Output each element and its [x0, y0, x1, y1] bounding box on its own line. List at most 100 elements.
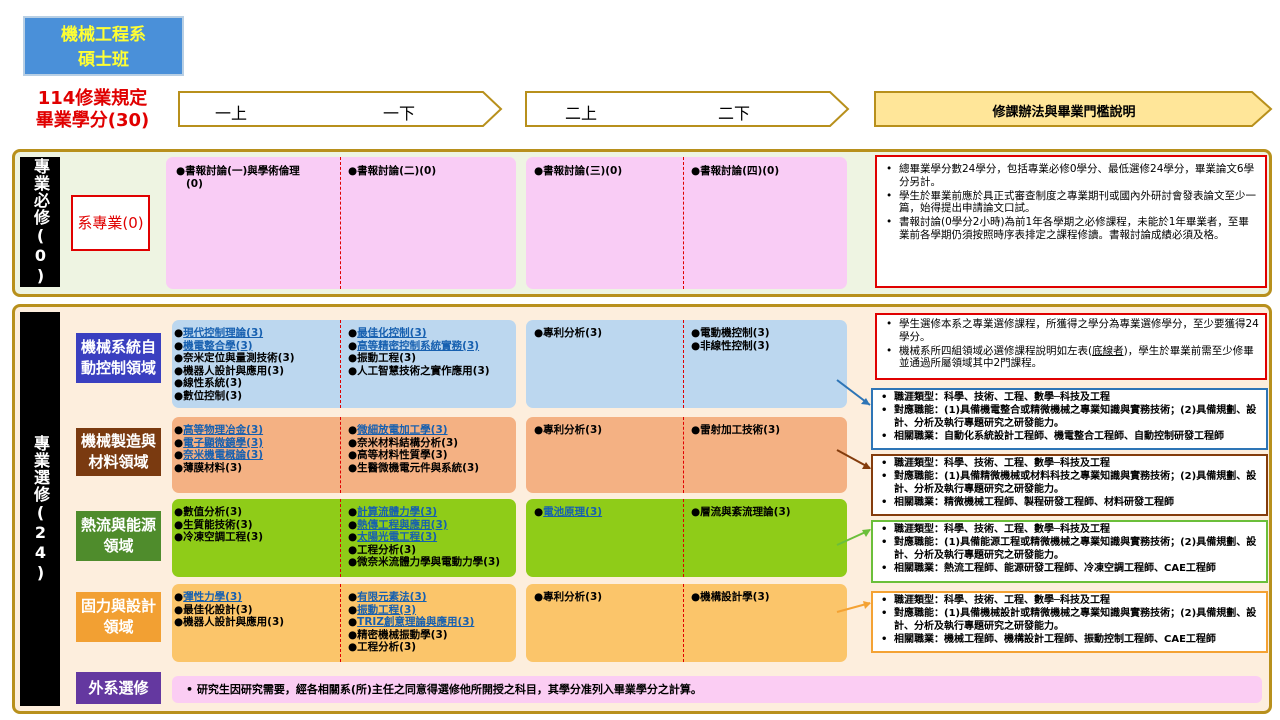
- course-item[interactable]: ●現代控制理論(3): [174, 327, 264, 339]
- elective-note-underlined: 底線者: [1092, 344, 1124, 357]
- course-link[interactable]: 電池原理(3): [543, 506, 603, 518]
- graduation-rule-year: 114修業規定: [37, 88, 148, 109]
- course-link[interactable]: 機電整合學(3): [183, 339, 253, 352]
- career-info-item: 職涯類型：科學、技術、工程、數學─科技及工程: [878, 524, 1261, 537]
- course-link[interactable]: 彈性力學(3): [183, 591, 243, 603]
- required-note: 學生於畢業前應於具正式審查制度之專業期刊或國內外研討會發表論文至少一篇，始得提出…: [883, 190, 1259, 216]
- required-courses-year2: [526, 157, 847, 289]
- course-item: ●薄膜材料(3): [174, 461, 243, 474]
- course-item[interactable]: ●最佳化控制(3): [348, 327, 427, 339]
- elective-note-text: )，學生於畢業前需至少修畢並通過所屬領域其中2門課程。: [899, 344, 1254, 370]
- career-info-item: 職涯類型：科學、技術、工程、數學─科技及工程: [878, 458, 1261, 471]
- course-item[interactable]: ●TRIZ創意理論與應用(3): [348, 616, 475, 628]
- course-link[interactable]: 電子顯微鏡學(3): [183, 436, 264, 449]
- elective-note: 機械系所四組領域必選修課程說明如左表(底線者)，學生於畢業前需至少修畢並通過所屬…: [883, 345, 1259, 371]
- course-item: ●工程分析(3): [348, 543, 417, 556]
- course-link[interactable]: 有限元素法(3): [357, 591, 427, 603]
- career-info-item: 相關職業：熱流工程師、能源研發工程師、冷凍空調工程師、CAE工程師: [878, 563, 1261, 576]
- required-cell-2u: ●書報討論(三)(0): [530, 163, 626, 180]
- track-thermal-fluid-year2-divider: [683, 499, 684, 577]
- required-cell-1d: ●書報討論(二)(0): [344, 163, 440, 180]
- course-item: ●專利分析(3): [534, 424, 603, 436]
- course-item[interactable]: ●機電整合學(3): [174, 339, 253, 352]
- course-link[interactable]: 熱傳工程與應用(3): [357, 518, 448, 531]
- course-link[interactable]: 奈米機電概論(3): [183, 449, 264, 461]
- track-solid-design-y1d-courses: ●有限元素法(3)●振動工程(3)●TRIZ創意理論與應用(3)●精密機械振動學…: [344, 589, 478, 656]
- course-link[interactable]: 現代控制理論(3): [183, 327, 264, 339]
- course-link[interactable]: 最佳化控制(3): [357, 327, 427, 339]
- track-thermal-fluid-year1-divider: [340, 499, 341, 577]
- required-notes: 總畢業學分數24學分，包括專業必修0學分、最低選修24學分，畢業論文6學分另計。…: [875, 155, 1267, 288]
- track-thermal-fluid-year2-box: [526, 499, 847, 577]
- track-solid-design-y2d-courses: ●機構設計學(3): [687, 589, 774, 606]
- track-solid-design-year2-box: [526, 584, 847, 662]
- track-label-line: 領域: [103, 618, 134, 636]
- program-title-line2: 碩士班: [78, 50, 129, 70]
- track-label-line: 固力與設計: [80, 597, 156, 615]
- required-cell-1u: ●書報討論(一)與學術倫理 (0): [172, 163, 304, 192]
- track-solid-design-year1-divider: [340, 584, 341, 662]
- track-automation-y2-courses: ●專利分析(3): [530, 325, 606, 342]
- course-link[interactable]: 高等物理冶金(3): [183, 424, 264, 436]
- track-label-thermal-fluid: 熱流與能源領域: [76, 511, 161, 561]
- track-thermal-fluid-year1-box: [172, 499, 516, 577]
- track-automation-career-info: 職涯類型：科學、技術、工程、數學─科技及工程對應職能：(1)具備機電整合或精微機…: [871, 388, 1268, 450]
- course-item: ●最佳化設計(3): [174, 603, 253, 616]
- course-item: ●冷凍空調工程(3): [174, 531, 264, 543]
- course-item: ●書報討論(三)(0): [534, 165, 623, 177]
- course-link[interactable]: TRIZ創意理論與應用(3): [357, 616, 475, 628]
- dept-required-label: 系專業(0): [71, 195, 150, 251]
- career-info-item: 職涯類型：科學、技術、工程、數學─科技及工程: [878, 392, 1261, 405]
- track-automation-year2-divider: [683, 320, 684, 408]
- course-item[interactable]: ●高等物理冶金(3): [174, 424, 264, 436]
- course-item[interactable]: ●高等精密控制系統實務(3): [348, 339, 480, 352]
- course-item[interactable]: ●電池原理(3): [534, 506, 603, 518]
- course-item[interactable]: ●計算流體力學(3): [348, 506, 438, 518]
- course-item: ●專利分析(3): [534, 591, 603, 603]
- required-section-label: 專業必修(0): [20, 157, 60, 287]
- program-title-line1: 機械工程系: [61, 25, 146, 45]
- career-info-item: 相關職業：精微機械工程師、製程研發工程師、材料研發工程師: [878, 497, 1261, 510]
- course-item: ●書報討論(二)(0): [348, 165, 437, 177]
- course-item: ●層流與紊流理論(3): [691, 506, 791, 518]
- course-link[interactable]: 振動工程(3): [357, 603, 417, 616]
- course-item: ●數位控制(3): [174, 389, 243, 402]
- course-item[interactable]: ●有限元素法(3): [348, 591, 427, 603]
- course-item[interactable]: ●彈性力學(3): [174, 591, 243, 603]
- connector-automation-head: [861, 398, 870, 405]
- rules-header-arrow: [874, 91, 1273, 127]
- connector-thermal-fluid-head: [862, 529, 871, 537]
- track-solid-design-year1-box: [172, 584, 516, 662]
- course-item[interactable]: ●振動工程(3): [348, 603, 417, 616]
- course-item: ●專利分析(3): [534, 327, 603, 339]
- course-item[interactable]: ●電子顯微鏡學(3): [174, 436, 264, 449]
- course-item: ●奈米材料結構分析(3): [348, 436, 459, 449]
- required-courses-year1: [166, 157, 516, 289]
- course-item: ●書報討論(四)(0): [691, 165, 780, 177]
- course-item[interactable]: ●微細放電加工學(3): [348, 424, 448, 436]
- course-item[interactable]: ●奈米機電概論(3): [174, 449, 264, 461]
- external-elective-note: • 研究生因研究需要，經各相關系(所)主任之同意得選修他所開授之科目，其學分准列…: [172, 676, 1262, 703]
- track-solid-design-y2-courses: ●專利分析(3): [530, 589, 606, 606]
- track-automation-y1d-courses: ●最佳化控制(3)●高等精密控制系統實務(3)●振動工程(3)●人工智慧技術之實…: [344, 325, 494, 379]
- track-label-line: 機械製造與: [80, 432, 156, 450]
- course-link[interactable]: 太陽光電工程(3): [357, 531, 438, 543]
- elective-section-label: 專業選修(24): [20, 312, 60, 706]
- course-item: ●線性系統(3): [174, 377, 243, 389]
- course-item[interactable]: ●太陽光電工程(3): [348, 531, 438, 543]
- course-item: ●工程分析(3): [348, 641, 417, 653]
- course-link[interactable]: 計算流體力學(3): [357, 506, 438, 518]
- career-info-item: 相關職業：自動化系統設計工程師、機電整合工程師、自動控制研發工程師: [878, 431, 1261, 444]
- track-thermal-fluid-y2d-courses: ●層流與紊流理論(3): [687, 504, 795, 521]
- course-item[interactable]: ●熱傳工程與應用(3): [348, 518, 448, 531]
- connector-solid-design-head: [863, 601, 871, 609]
- track-manufacturing-y1d-courses: ●微細放電加工學(3)●奈米材料結構分析(3)●高等材料性質學(3)●生醫微機電…: [344, 422, 483, 476]
- course-link[interactable]: 微細放電加工學(3): [357, 424, 448, 436]
- track-solid-design-y1-courses: ●彈性力學(3)●最佳化設計(3)●機器人設計與應用(3): [170, 589, 288, 631]
- elective-note-text: 機械系所四組領域必選修課程說明如左表(: [899, 344, 1093, 357]
- course-item: ●微奈米流體力學與電動力學(3): [348, 556, 501, 568]
- course-item: ●電動機控制(3): [691, 327, 770, 339]
- course-link[interactable]: 高等精密控制系統實務(3): [357, 339, 480, 352]
- track-thermal-fluid-y1-courses: ●數值分析(3)●生質能技術(3)●冷凍空調工程(3): [170, 504, 267, 546]
- career-info-item: 對應職能：(1)具備能源工程或精微機械之專業知識與實務技術；(2)具備規劃、設計…: [878, 537, 1261, 562]
